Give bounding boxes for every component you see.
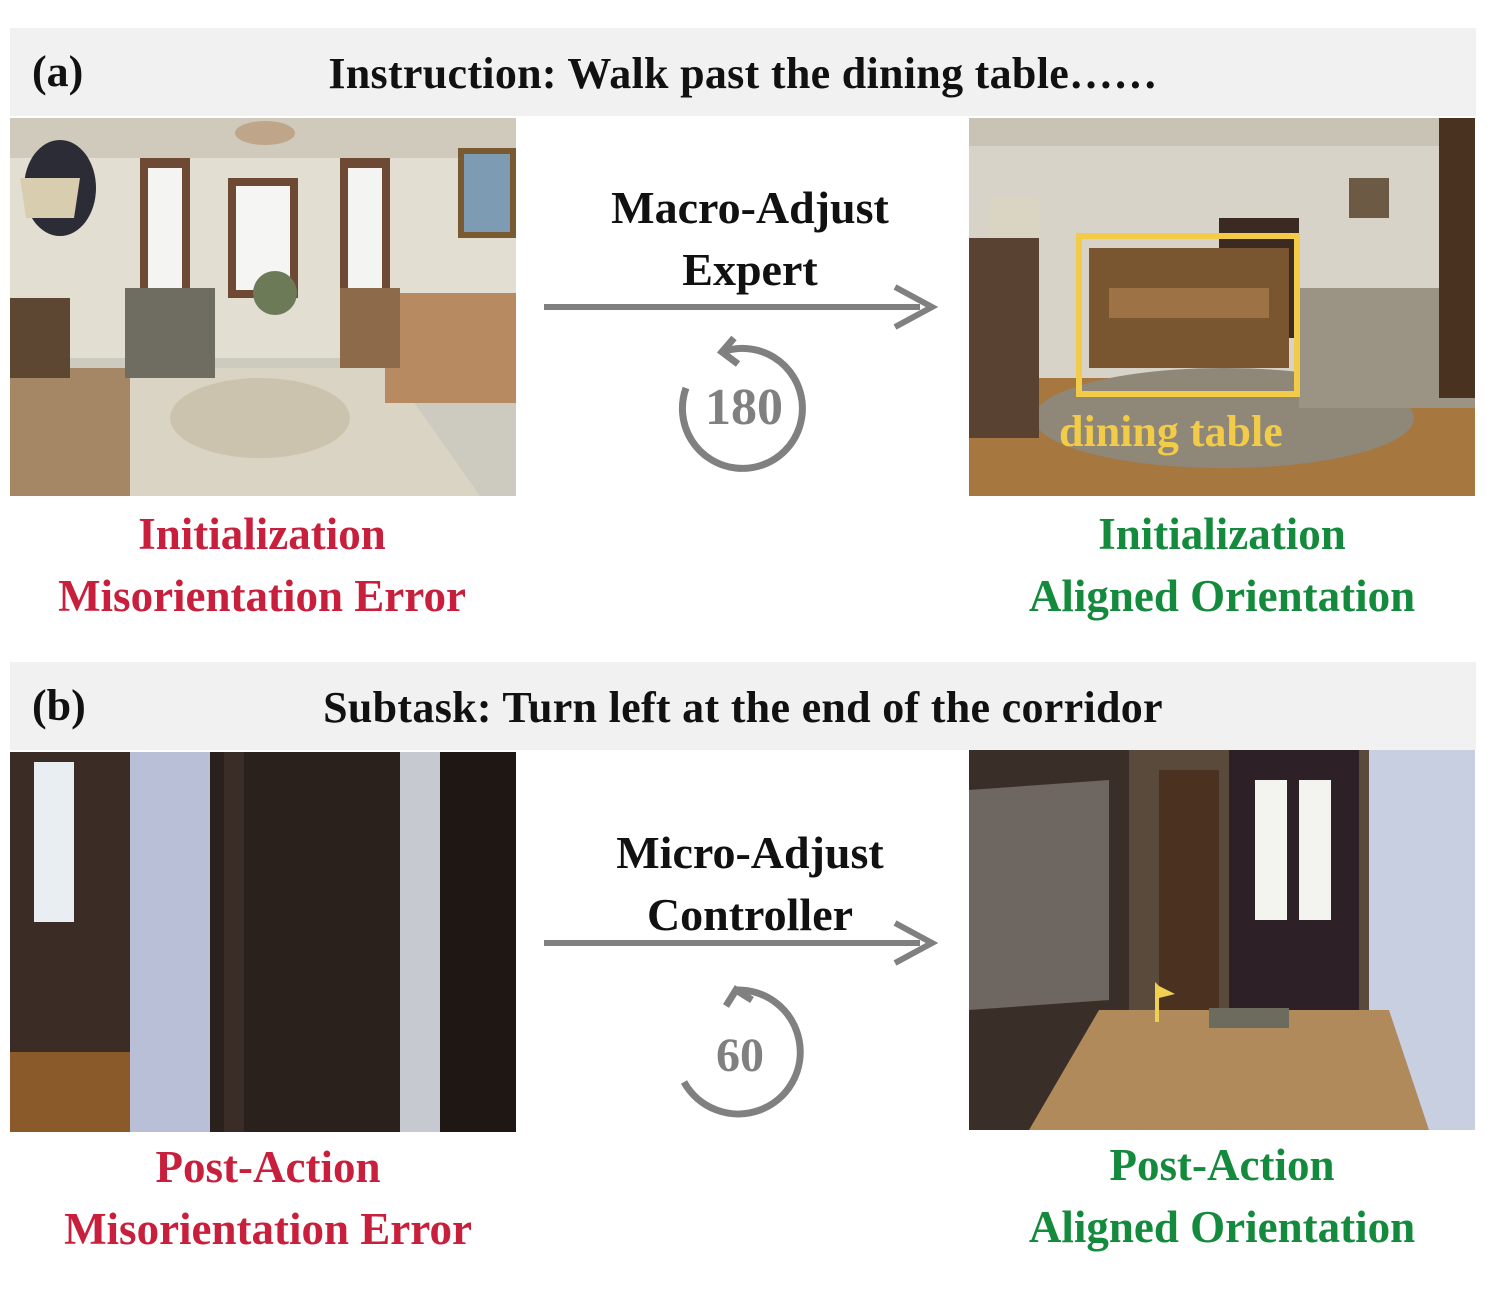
- post-action-misorientation-caption: Post-Action Misorientation Error: [8, 1136, 528, 1260]
- caption-line1: Initialization: [138, 509, 386, 559]
- living-room-image: [10, 118, 516, 496]
- macro-adjust-expert-label: Macro-Adjust Expert: [520, 177, 980, 301]
- dining-room-image: dining table: [969, 118, 1475, 496]
- caption-line2: Misorientation Error: [64, 1204, 472, 1254]
- post-action-aligned-caption: Post-Action Aligned Orientation: [962, 1134, 1482, 1258]
- dining-table-label: dining table: [1059, 407, 1283, 456]
- caption-line1: Initialization: [1098, 509, 1346, 559]
- corridor-wall-image: [10, 752, 516, 1132]
- rotation-counterclockwise-icon: 180: [664, 322, 824, 482]
- right-arrow-icon: [544, 284, 939, 330]
- caption-line2: Aligned Orientation: [1028, 571, 1416, 621]
- rotation-180-value: 180: [705, 379, 783, 436]
- rotation-counterclockwise-icon: 60: [660, 972, 820, 1132]
- panel-a-instruction: Instruction: Walk past the dining table……: [328, 49, 1158, 98]
- initialization-misorientation-caption: Initialization Misorientation Error: [2, 503, 522, 627]
- caption-line2: Misorientation Error: [58, 571, 466, 621]
- caption-line2: Aligned Orientation: [1028, 1202, 1416, 1252]
- panel-b-header: (b) Subtask: Turn left at the end of the…: [10, 662, 1476, 750]
- panel-a-letter: (a): [32, 47, 84, 96]
- corridor-end-image: [969, 750, 1475, 1130]
- dining-table-bounding-box: [1076, 233, 1300, 397]
- panel-a-header: (a) Instruction: Walk past the dining ta…: [10, 28, 1476, 116]
- micro-adjust-line1: Micro-Adjust: [616, 827, 884, 878]
- micro-adjust-line2: Controller: [646, 889, 854, 940]
- micro-adjust-controller-label: Micro-Adjust Controller: [520, 822, 980, 946]
- macro-adjust-line2: Expert: [682, 244, 818, 295]
- rotation-60-value: 60: [716, 1029, 764, 1082]
- panel-b-letter: (b): [32, 681, 86, 730]
- initialization-aligned-caption: Initialization Aligned Orientation: [962, 503, 1482, 627]
- macro-adjust-line1: Macro-Adjust: [611, 182, 889, 233]
- panel-b-subtask: Subtask: Turn left at the end of the cor…: [323, 683, 1163, 732]
- caption-line1: Post-Action: [155, 1142, 381, 1192]
- caption-line1: Post-Action: [1109, 1140, 1335, 1190]
- right-arrow-icon: [544, 920, 939, 966]
